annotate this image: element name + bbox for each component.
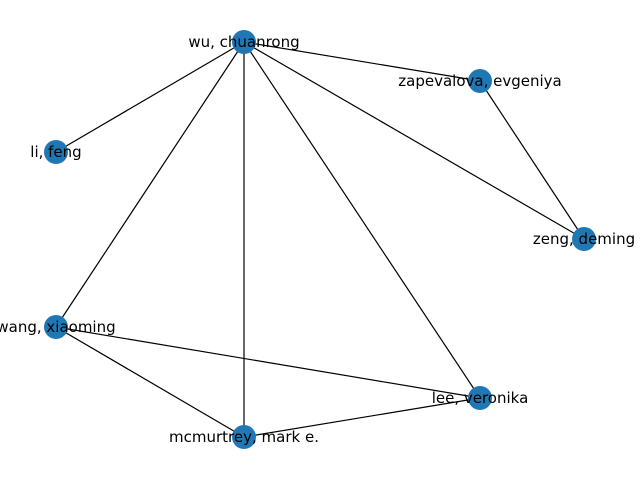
node-label-mcmurtrey: mcmurtrey, mark e. [169,428,319,446]
node-label-lee: lee, veronika [432,389,529,407]
node-mcmurtrey [232,425,256,449]
node-zapevalova [468,69,492,93]
edge-mcmurtrey-lee [243,397,481,438]
node-wang [44,315,68,339]
edges-layer [55,41,585,438]
node-zeng [572,227,596,251]
edge-wu-li [55,41,245,153]
edge-wang-mcmurtrey [55,326,245,438]
edge-wu-zapevalova [243,41,481,82]
node-li [44,140,68,164]
node-label-zapevalova: zapevalova, evgeniya [398,72,561,90]
edge-zapevalova-zeng [479,80,585,240]
node-label-wang: wang, xiaoming [0,318,116,336]
edge-wang-lee [55,326,481,399]
node-label-li: li, feng [30,143,81,161]
node-wu [232,30,256,54]
nodes-layer [44,30,596,449]
node-lee [468,386,492,410]
labels-layer: wu, chuanrong zapevalova, evgeniya li, fen… [0,33,635,446]
node-label-zeng: zeng, deming [533,230,635,248]
edge-wu-wang [55,41,245,328]
edge-wu-zeng [243,41,585,240]
edge-wu-lee [243,41,481,399]
node-label-wu: wu, chuanrong [188,33,299,51]
